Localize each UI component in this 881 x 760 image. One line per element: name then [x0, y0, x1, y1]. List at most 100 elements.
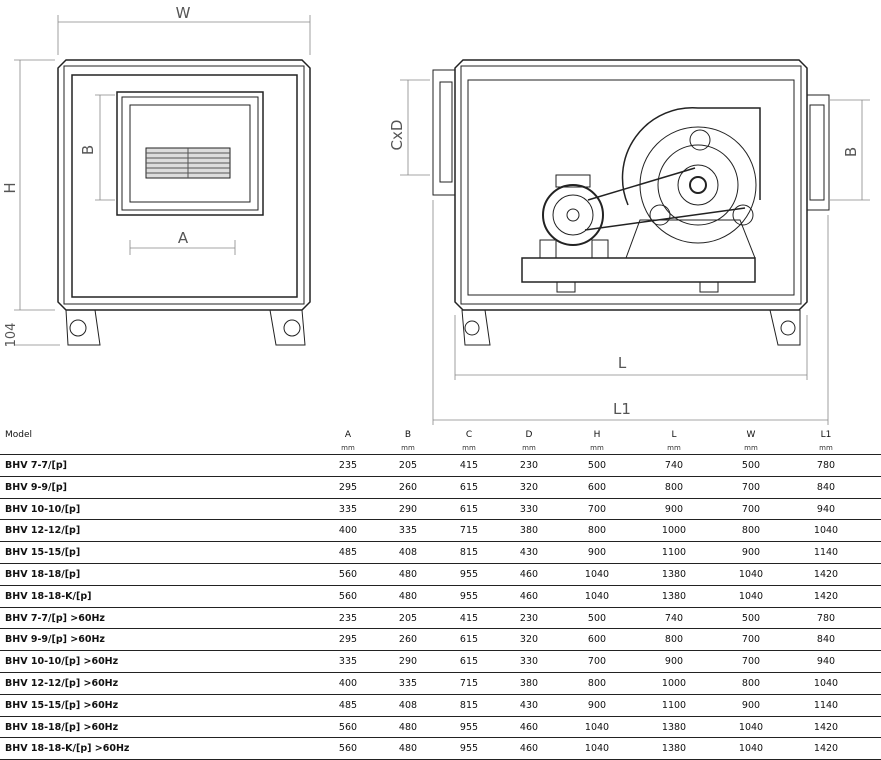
model-cell: BHV 18-18-K/[p]: [5, 590, 92, 602]
value-cell: 955: [459, 568, 479, 580]
value-cell: 1420: [813, 721, 839, 733]
model-cell: BHV 9-9/[p]: [5, 481, 67, 493]
value-cell: 780: [816, 460, 836, 471]
dim-104-label: 104: [4, 323, 19, 348]
value-cell: 1140: [813, 547, 839, 559]
value-cell: 940: [816, 656, 836, 668]
value-cell: 600: [587, 634, 607, 646]
value-cell: 900: [587, 547, 607, 559]
value-cell: 260: [398, 634, 418, 646]
value-cell: 800: [664, 634, 684, 646]
value-cell: 1420: [813, 590, 839, 602]
value-cell: 500: [587, 460, 607, 471]
column-header: L1: [820, 430, 832, 440]
value-cell: 1040: [584, 568, 610, 580]
value-cell: 415: [459, 460, 479, 471]
value-cell: 485: [338, 699, 358, 711]
model-cell: BHV 18-18/[p]: [5, 568, 81, 580]
column-unit: mm: [590, 444, 604, 452]
dim-CxD-label: CxD: [388, 120, 406, 151]
value-cell: 1380: [661, 721, 687, 733]
front-view: [57, 59, 311, 346]
value-cell: 335: [338, 656, 358, 668]
column-unit: mm: [401, 444, 415, 452]
value-cell: 290: [398, 656, 418, 668]
value-cell: 330: [519, 503, 539, 515]
value-cell: 295: [338, 634, 358, 646]
value-cell: 485: [338, 547, 358, 559]
model-cell: BHV 12-12/[p] >60Hz: [5, 677, 119, 689]
model-cell: BHV 18-18/[p] >60Hz: [5, 721, 119, 733]
value-cell: 1040: [584, 590, 610, 602]
column-header: A: [344, 430, 352, 440]
value-cell: 335: [338, 503, 358, 515]
value-cell: 230: [519, 612, 539, 624]
column-unit: mm: [667, 444, 681, 452]
model-cell: BHV 10-10/[p] >60Hz: [5, 656, 119, 668]
value-cell: 615: [459, 656, 479, 668]
model-cell: BHV 15-15/[p] >60Hz: [5, 699, 119, 711]
value-cell: 700: [741, 656, 761, 668]
value-cell: 460: [519, 568, 539, 580]
value-cell: 815: [459, 699, 479, 711]
dim-H-label: H: [1, 182, 19, 193]
value-cell: 700: [741, 634, 761, 646]
dim-L-label: L: [618, 354, 627, 372]
value-cell: 1380: [661, 568, 687, 580]
technical-drawing: W H 104 B A CxD B L L1: [1, 4, 870, 425]
dim-B-front-label: B: [79, 145, 97, 155]
value-cell: 900: [664, 503, 684, 515]
value-cell: 955: [459, 721, 479, 733]
value-cell: 800: [587, 525, 607, 537]
value-cell: 700: [587, 656, 607, 668]
value-cell: 460: [519, 743, 539, 755]
value-cell: 560: [338, 568, 358, 580]
value-cell: 380: [519, 525, 539, 537]
column-unit: mm: [819, 444, 833, 452]
value-cell: 740: [664, 612, 684, 624]
column-header: C: [465, 430, 473, 440]
value-cell: 780: [816, 612, 836, 624]
value-cell: 1040: [584, 721, 610, 733]
value-cell: 205: [398, 612, 418, 624]
value-cell: 290: [398, 503, 418, 515]
value-cell: 815: [459, 547, 479, 559]
value-cell: 1040: [738, 568, 764, 580]
value-cell: 235: [338, 460, 358, 471]
value-cell: 715: [459, 677, 479, 689]
value-cell: 460: [519, 590, 539, 602]
value-cell: 205: [398, 460, 418, 471]
value-cell: 230: [519, 460, 539, 471]
column-unit: mm: [744, 444, 758, 452]
value-cell: 560: [338, 743, 358, 755]
value-cell: 1420: [813, 568, 839, 580]
dim-B-side-label: B: [842, 147, 860, 157]
value-cell: 480: [398, 721, 418, 733]
column-header: L: [671, 430, 677, 440]
column-header: W: [746, 430, 756, 440]
value-cell: 900: [587, 699, 607, 711]
column-unit: mm: [462, 444, 476, 452]
value-cell: 1040: [813, 525, 839, 537]
value-cell: 500: [741, 612, 761, 624]
dim-A-label: A: [178, 229, 189, 247]
value-cell: 600: [587, 481, 607, 493]
value-cell: 500: [587, 612, 607, 624]
value-cell: 460: [519, 721, 539, 733]
value-cell: 1380: [661, 743, 687, 755]
value-cell: 900: [741, 699, 761, 711]
value-cell: 320: [519, 481, 539, 493]
value-cell: 1380: [661, 590, 687, 602]
value-cell: 900: [741, 547, 761, 559]
value-cell: 1100: [661, 699, 687, 711]
dim-L1-label: L1: [613, 400, 631, 418]
